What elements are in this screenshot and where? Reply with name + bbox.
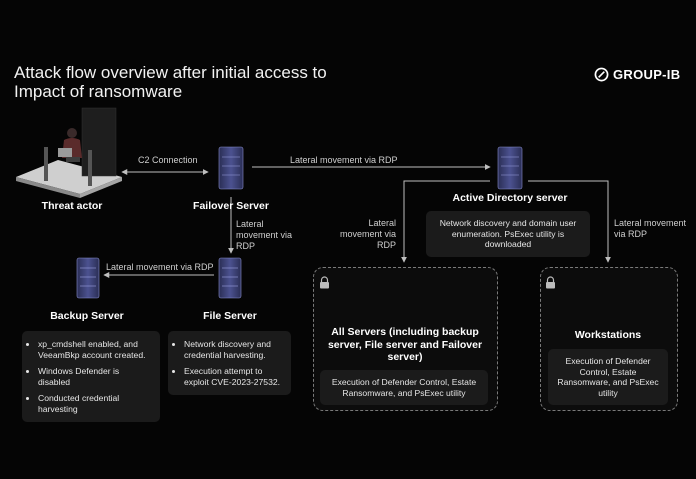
edge-failover-ad-label: Lateral movement via RDP bbox=[290, 155, 398, 165]
group-all-servers-title: All Servers (including backup server, Fi… bbox=[327, 326, 483, 363]
backup-info-list: xp_cmdshell enabled, and VeeamBkp accoun… bbox=[22, 331, 160, 422]
edge-ad-servers-line bbox=[401, 180, 490, 263]
file-info-card: Network discovery and credential harvest… bbox=[168, 331, 291, 395]
backup-info-card: xp_cmdshell enabled, and VeeamBkp accoun… bbox=[22, 331, 160, 422]
file-info-list: Network discovery and credential harvest… bbox=[168, 331, 291, 395]
workstations-info-text: Execution of Defender Control, Estate Ra… bbox=[557, 356, 659, 398]
ad-info-card: Network discovery and domain user enumer… bbox=[426, 211, 590, 257]
all-servers-info-text: Execution of Defender Control, Estate Ra… bbox=[331, 377, 477, 398]
workstations-info-card: Execution of Defender Control, Estate Ra… bbox=[548, 349, 668, 405]
all-servers-info-card: Execution of Defender Control, Estate Ra… bbox=[320, 370, 488, 405]
node-backup-server: Backup Server bbox=[50, 310, 124, 322]
brand-name: GROUP-IB bbox=[613, 67, 681, 82]
list-item: Network discovery and credential harvest… bbox=[184, 339, 283, 360]
server-icon bbox=[76, 257, 100, 299]
lock-icon bbox=[320, 276, 329, 289]
server-icon bbox=[497, 146, 523, 190]
logo-mark-icon bbox=[594, 67, 609, 82]
server-icon bbox=[218, 257, 242, 299]
list-item: Conducted credential harvesting bbox=[38, 393, 152, 414]
laptop-user-icon bbox=[16, 107, 122, 198]
node-threat-actor: Threat actor bbox=[41, 200, 103, 212]
edge-file-backup-label: Lateral movement via RDP bbox=[106, 262, 214, 272]
edge-c2-label: C2 Connection bbox=[138, 155, 198, 165]
list-item: Execution attempt to exploit CVE-2023-27… bbox=[184, 366, 283, 387]
ad-info-text: Network discovery and domain user enumer… bbox=[439, 218, 577, 249]
page-title: Attack flow overview after initial acces… bbox=[14, 63, 394, 101]
group-workstations-title: Workstations bbox=[574, 329, 642, 341]
list-item: Windows Defender is disabled bbox=[38, 366, 152, 387]
edge-ad-servers-label: Lateral movement via RDP bbox=[339, 218, 396, 250]
edge-ad-ws-label: Lateral movement via RDP bbox=[614, 218, 687, 239]
title-line-2: Impact of ransomware bbox=[14, 82, 183, 101]
edge-failover-file-label: Lateral movement via RDP bbox=[236, 219, 293, 251]
server-icon bbox=[218, 146, 244, 190]
title-line-1: Attack flow overview after initial acces… bbox=[14, 63, 327, 82]
edge-ad-ws-line bbox=[528, 180, 611, 263]
node-active-directory: Active Directory server bbox=[452, 192, 568, 204]
node-file-server: File Server bbox=[203, 310, 257, 322]
brand-logo: GROUP-IB bbox=[594, 67, 680, 82]
node-failover-server: Failover Server bbox=[193, 200, 269, 212]
lock-icon bbox=[546, 276, 555, 289]
list-item: xp_cmdshell enabled, and VeeamBkp accoun… bbox=[38, 339, 152, 360]
